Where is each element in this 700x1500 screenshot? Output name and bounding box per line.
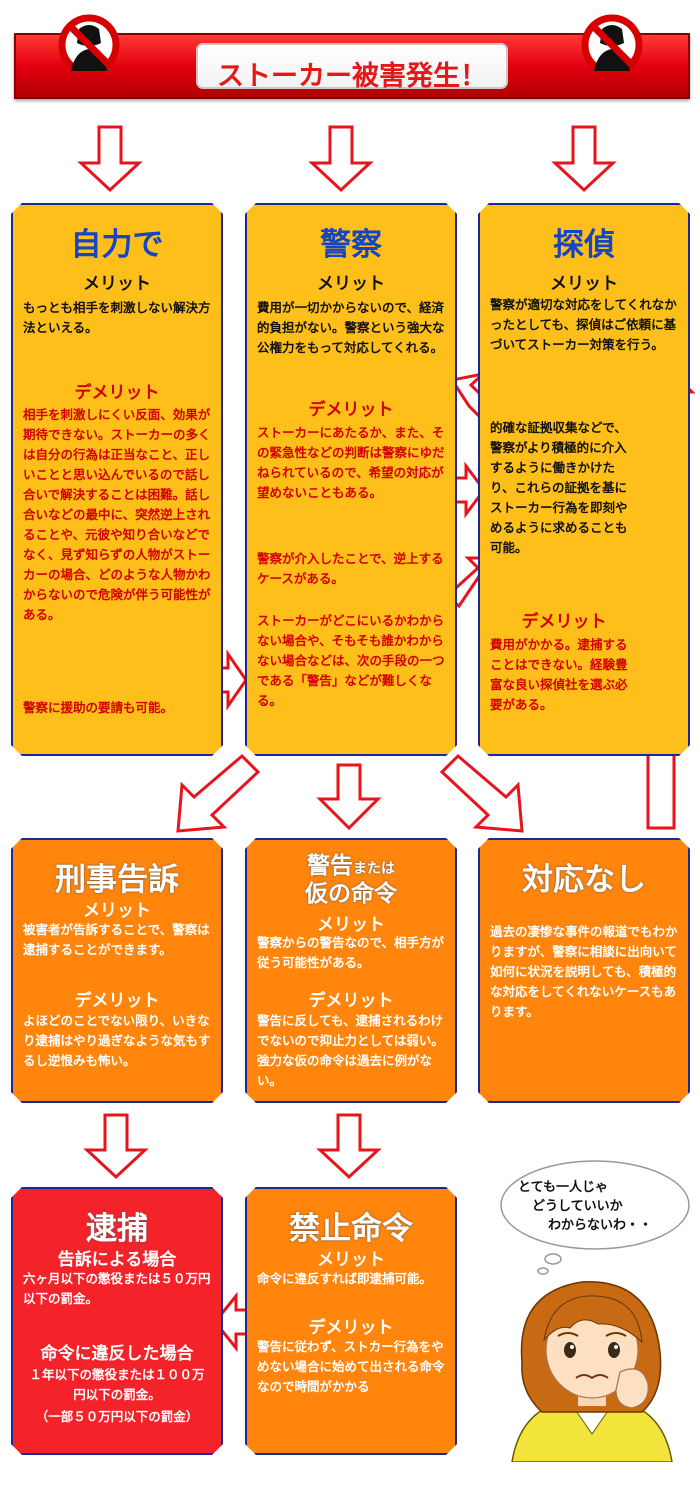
arrow-diag-right-police-to-none [439,753,524,833]
box-prohibition-merit-text: 命令に違反すれば即逮捕可能。 [257,1271,433,1286]
box-police: 警察 メリット 費用が一切かからないので、経済的負担がない。警察という強大な公権… [245,203,457,756]
banner: ストーカー被害発生！ [14,33,690,99]
box-police-demerit-text-1: ストーカーにあたるか、また、その緊急性などの判断は警察にゆだねられているので、希… [257,425,445,500]
box-detective-demerit-label: デメリット [521,612,607,632]
bubble-line-3: わからないわ・・ [548,1218,653,1233]
box-arrest-case1-label: 告訴による場合 [57,1250,177,1270]
box-self-note: 警察に援助の要請も可能。 [23,700,174,715]
box-no-response-text: 過去の凄惨な事件の報道でもわかりますが、警察に相談に出向いて如何に状況を説明して… [490,924,678,1019]
box-arrest: 逮捕 告訴による場合 六ヶ月以下の懲役または５０万円以下の罰金。 命令に違反した… [11,1187,223,1455]
box-warning-title-main: 警告 [307,853,353,879]
box-warning-title-small: または [353,861,395,877]
box-self-demerit-label: デメリット [74,383,160,403]
box-detective-merit-text-1: 警察が適切な対応をしてくれなかったとしても、探偵はご依頼に基づいてストーカー対策… [490,297,677,352]
no-stalker-icon [58,14,120,76]
box-complaint-demerit-label: デメリット [74,991,160,1011]
box-arrest-case1-text: 六ヶ月以下の懲役または５０万円以下の罰金。 [23,1271,211,1306]
thought-bubble [500,1160,690,1275]
box-warning-title-line1: 警告または [247,846,455,880]
box-arrest-case2-note: （一部５０万円以下の罰金） [35,1409,199,1424]
box-police-demerit-text-2: 警察が介入したことで、逆上するケースがある。 [257,551,444,586]
box-complaint-title: 刑事告訴 [55,862,179,898]
box-police-merit-text: 費用が一切かからないので、経済的負担がない。警察という強大な公権力をもって対応し… [257,300,445,355]
box-police-demerit-label: デメリット [308,400,394,420]
arrow-down-police-to-warning [316,763,382,831]
box-complaint-demerit-text: よほどのことでない限り、いきなり逮捕はやり過ぎなような気もするし逆恨みも怖い。 [23,1013,211,1068]
box-detective-merit-text-2: 的確な証拠収集などで、警察がより積極的に介入するように働きかけたり、これらの証拠… [490,420,628,555]
arrow-down-self [77,125,143,193]
bubble-line-1: とても一人じゃ [518,1180,608,1195]
box-prohibition-demerit-text: 警告に従わず、ストカー行為をやめない場合に始めて出される命令なので時間がかかる [257,1339,445,1394]
box-warning-demerit-text: 警告に反しても、逮捕されるわけでないので抑止力としては弱い。強力な仮の命令は過去… [257,1013,444,1088]
box-prohibition: 禁止命令 メリット 命令に違反すれば即逮捕可能。 デメリット 警告に従わず、スト… [245,1187,457,1455]
box-warning-merit-text: 警察からの警告なので、相手方が従う可能性がある。 [257,935,445,970]
box-warning: 警告または 仮の命令 メリット 警察からの警告なので、相手方が従う可能性がある。… [245,838,457,1103]
box-complaint-merit-text: 被害者が告訴することで、警察は逮捕することができます。 [23,922,210,957]
worried-woman-illustration [511,1281,673,1462]
bubble-line-2: どうしていいか [532,1199,623,1214]
box-detective-demerit-text: 費用がかかる。逮捕することはできない。経験豊富な良い探偵社を選ぶ必要がある。 [490,637,628,712]
banner-title: ストーカー被害発生！ [217,61,487,92]
box-police-merit-label: メリット [317,274,385,294]
arrow-down-police [308,125,374,193]
box-prohibition-title: 禁止命令 [289,1211,413,1247]
box-self-merit-label: メリット [83,274,151,294]
box-self-merit-text: もっとも相手を刺激しない解決方法といえる。 [23,300,211,335]
no-stalker-icon [581,14,643,76]
box-prohibition-demerit-label: デメリット [308,1318,394,1338]
arrow-down-complaint-to-arrest [83,1113,149,1180]
arrow-diag-left-police-to-complaint [176,753,261,833]
box-warning-demerit-label: デメリット [308,991,394,1011]
box-self: 自力で メリット もっとも相手を刺激しない解決方法といえる。 デメリット 相手を… [11,203,223,756]
box-arrest-title: 逮捕 [86,1211,148,1247]
box-self-demerit-text: 相手を刺激しにくい反面、効果が期待できない。ストーカーの多くは自分の行為は正当な… [23,407,211,622]
box-detective-merit-label: メリット [550,274,618,294]
arrow-down-detective [551,125,617,193]
box-arrest-case2-text: １年以下の懲役または１００万円以下の罰金。 [29,1367,205,1402]
box-no-response: 対応なし 過去の凄惨な事件の報道でもわかりますが、警察に相談に出向いて如何に状況… [478,838,690,1103]
box-arrest-case2-label: 命令に違反した場合 [40,1344,194,1364]
box-complaint-merit-label: メリット [83,901,151,921]
box-police-demerit-text-3: ストーカーがどこにいるかわからない場合や、そもそも誰かわからない場合などは、次の… [257,613,445,708]
box-warning-title-line2: 仮の命令 [305,881,397,907]
box-detective: 探偵 メリット 警察が適切な対応をしてくれなかったとしても、探偵はご依頼に基づい… [478,203,690,756]
box-warning-merit-label: メリット [317,915,385,935]
box-complaint: 刑事告訴 メリット 被害者が告訴することで、警察は逮捕することができます。 デメ… [11,838,223,1103]
box-no-response-title: 対応なし [522,862,646,898]
box-self-title: 自力で [70,227,164,263]
box-detective-title: 探偵 [553,227,615,263]
box-prohibition-merit-label: メリット [317,1250,385,1270]
banner-panel: ストーカー被害発生！ [196,43,508,92]
box-police-title: 警察 [320,227,382,263]
arrow-down-warning-to-prohibition [316,1113,382,1180]
thought-bubble-text: とても一人じゃ どうしていいか わからないわ・・ [518,1178,668,1235]
